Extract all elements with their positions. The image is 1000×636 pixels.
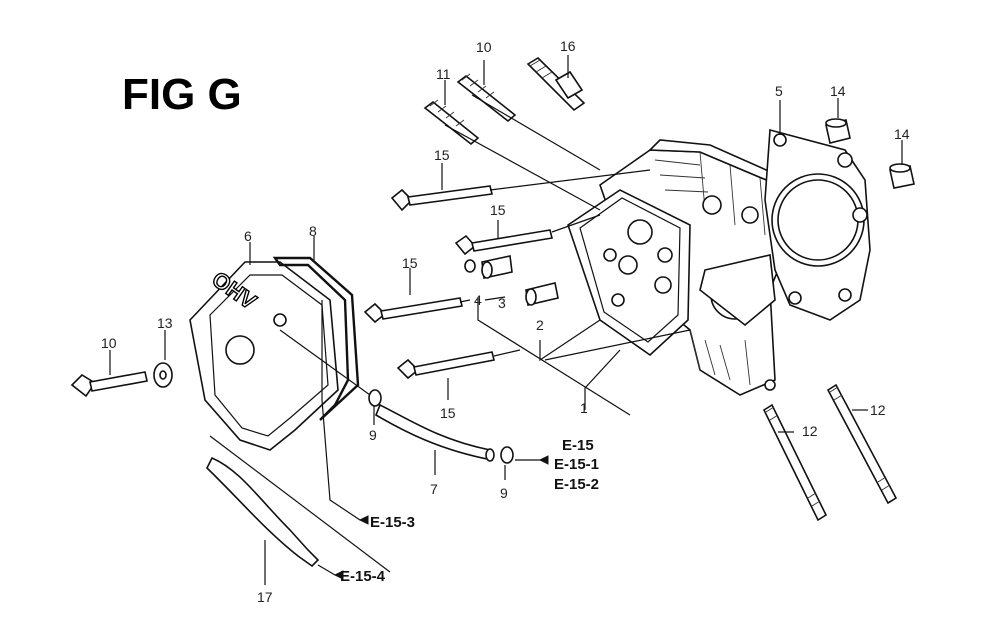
- part-label-2: 2: [536, 317, 544, 333]
- dowel-pin-2: [889, 163, 915, 189]
- reference-e-15: E-15: [562, 437, 594, 454]
- dowel-pin-1: [825, 118, 851, 144]
- reference-e-15-1: E-15-1: [554, 456, 599, 473]
- part-label-13: 13: [157, 315, 173, 331]
- part-label-15: 15: [490, 202, 506, 218]
- collar-4: [525, 282, 559, 306]
- head-cover: OHV: [189, 261, 339, 451]
- part-label-4: 4: [474, 292, 482, 308]
- cover-gasket: [272, 256, 360, 421]
- tube-clip-a: [368, 389, 382, 407]
- part-label-15: 15: [440, 405, 456, 421]
- spark-plug: [526, 56, 586, 112]
- part-label-15: 15: [402, 255, 418, 271]
- part-label-15: 15: [434, 147, 450, 163]
- part-label-12: 12: [870, 402, 886, 418]
- stud-12b: [826, 383, 898, 505]
- tube-17: [206, 456, 320, 568]
- stud-11b: [423, 99, 480, 146]
- clip-small: [464, 259, 476, 273]
- reference-e-15-2: E-15-2: [554, 476, 599, 493]
- stud-11a: [456, 73, 517, 123]
- tube-clip-b: [500, 446, 514, 464]
- part-label-6: 6: [244, 228, 252, 244]
- part-label-17: 17: [257, 589, 273, 605]
- part-label-9: 9: [500, 485, 508, 501]
- head-gasket-plate: [567, 189, 691, 357]
- cover-bolt: [70, 371, 148, 398]
- part-label-1: 1: [580, 400, 588, 416]
- part-label-11: 11: [436, 66, 451, 82]
- cylinder-gasket: [764, 128, 871, 321]
- bolt-15b: [454, 229, 553, 256]
- sealing-washer: [153, 362, 173, 388]
- reference-e-15-3: E-15-3: [370, 514, 415, 531]
- part-label-3: 3: [498, 295, 506, 311]
- bolt-15a: [390, 185, 493, 212]
- breather-tube: [375, 403, 495, 462]
- figure-title: FIG G: [122, 70, 242, 119]
- bolt-15d: [396, 351, 495, 380]
- part-label-16: 16: [560, 38, 576, 54]
- reference-e-15-4: E-15-4: [340, 568, 386, 585]
- part-label-14: 14: [830, 83, 846, 99]
- part-label-7: 7: [430, 481, 438, 497]
- part-label-9: 9: [369, 427, 377, 443]
- part-label-14: 14: [894, 126, 910, 142]
- part-label-12: 12: [802, 423, 818, 439]
- collar-3: [481, 255, 513, 279]
- bolt-15c: [363, 297, 463, 324]
- part-label-10: 10: [101, 335, 117, 351]
- stud-12a: [762, 403, 828, 522]
- part-label-11: 10: [476, 39, 492, 55]
- leader-lines: [109, 55, 903, 585]
- part-label-5: 5: [775, 83, 783, 99]
- part-label-8: 8: [309, 223, 317, 239]
